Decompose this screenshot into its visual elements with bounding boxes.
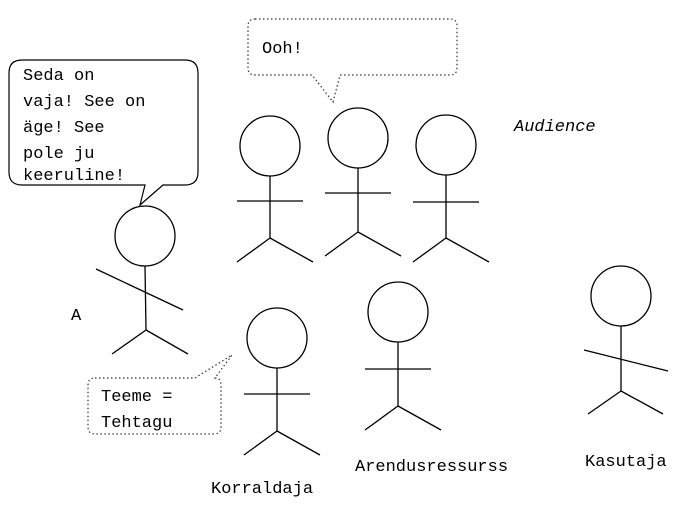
stick-figure-audience-3 [412,114,490,263]
stick-figure-korraldaja [243,307,321,456]
speech-line-3: äge! See [23,119,105,138]
speech-line-2: vaja! See on [23,93,145,112]
speech-line-1: Seda on [23,67,94,86]
label-a: A [71,307,82,326]
speech-line-5: keeruline! [23,167,125,186]
speech-bubble-main: Seda on vaja! See on äge! See pole ju ke… [8,59,199,207]
stick-figure-audience-1 [236,115,314,263]
stick-figure-audience-2 [324,107,402,257]
thought-bubble-korraldaja: Teeme = Tehtagu [87,354,233,435]
thought-korraldaja-line-1: Teeme = [101,388,172,407]
stick-figure-arendusressurss [364,281,442,431]
label-korraldaja: Korraldaja [211,480,313,499]
label-kasutaja: Kasutaja [585,453,667,472]
label-arendusressurss: Arendusressurss [355,458,508,477]
thought-bubble-audience: Ooh! [247,18,458,104]
stick-figure-a [95,205,189,355]
thought-audience-line-1: Ooh! [262,40,303,59]
thought-korraldaja-line-2: Tehtagu [101,414,172,433]
stick-figure-kasutaja [583,265,669,415]
speech-line-4: pole ju [23,145,94,164]
label-audience: Audience [513,118,596,137]
